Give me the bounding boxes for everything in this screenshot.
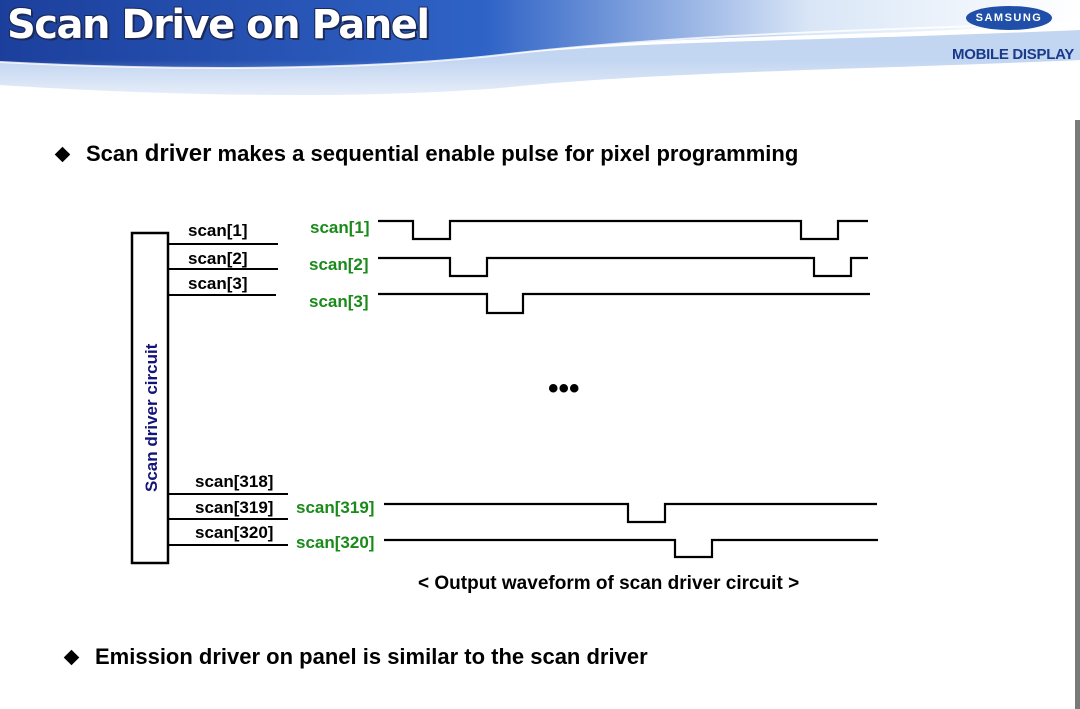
waveform-label-1: scan[1] — [310, 218, 370, 237]
header-banner — [0, 0, 1080, 120]
output-label-1: scan[1] — [188, 221, 248, 240]
waveform-ellipsis: ••• — [548, 372, 580, 405]
page-title: Scan Drive on Panel — [7, 2, 430, 48]
output-label-2: scan[2] — [188, 249, 248, 268]
waveform-scan-320 — [384, 538, 878, 559]
brand-subtitle: MOBILE DISPLAY — [952, 46, 1074, 63]
waveform-scan-1 — [378, 219, 868, 241]
output-label-319: scan[319] — [195, 498, 273, 517]
waveform-scan-3 — [378, 292, 870, 315]
bullet-text-suffix: makes a sequential enable pulse for pixe… — [211, 141, 799, 166]
waveform-label-320: scan[320] — [296, 533, 374, 552]
output-label-318: scan[318] — [195, 472, 273, 491]
waveform-label-319: scan[319] — [296, 498, 374, 517]
diagram-caption: < Output waveform of scan driver circuit… — [418, 573, 799, 594]
bullet-scan-driver: Scan driver makes a sequential enable pu… — [54, 140, 799, 168]
circuit-label: Scan driver circuit — [142, 343, 161, 492]
bullet-diamond-icon — [63, 649, 80, 665]
waveform-scan-2 — [378, 256, 868, 278]
bullet-text-prefix: Scan — [86, 141, 145, 166]
bullet-text-emphasis: driver — [144, 140, 212, 167]
bullet-emission-driver: Emission driver on panel is similar to t… — [63, 644, 648, 670]
output-label-3: scan[3] — [188, 274, 248, 293]
left-output-lines — [168, 243, 288, 546]
slide-edge-divider — [1075, 120, 1080, 709]
waveform-label-2: scan[2] — [309, 255, 369, 274]
output-label-320: scan[320] — [195, 523, 273, 542]
scan-driver-circuit-box — [130, 231, 170, 565]
samsung-logo: SAMSUNG — [966, 6, 1052, 30]
waveform-label-3: scan[3] — [309, 292, 369, 311]
bullet-text-emission: Emission driver on panel is similar to t… — [95, 644, 648, 669]
waveform-scan-319 — [384, 502, 877, 524]
